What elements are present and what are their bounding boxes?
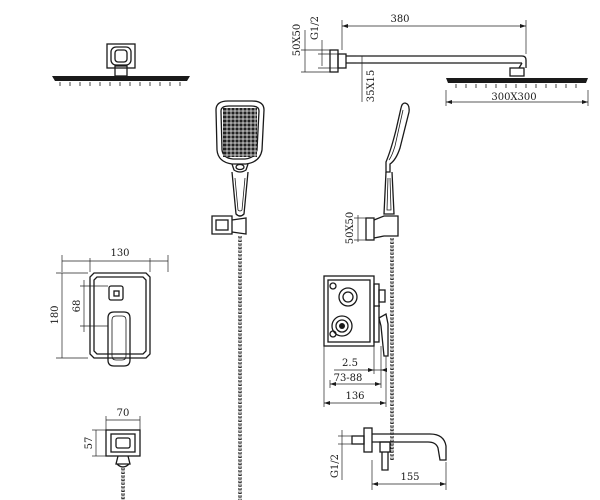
hand-shower-side-view	[354, 102, 410, 460]
dim-outlet-height: 57	[84, 437, 95, 450]
dim-plate-height: 180	[50, 305, 61, 324]
dim-thread-top: G1/2	[310, 16, 321, 40]
dim-spout-length: 155	[400, 472, 419, 483]
hand-shower-front-view	[211, 100, 265, 500]
tub-spout	[338, 427, 447, 490]
rain-head-side-view	[52, 43, 190, 86]
dim-arm-length: 380	[390, 14, 409, 25]
dim-outlet-width: 70	[117, 408, 130, 419]
wall-outlet-elbow	[92, 416, 141, 500]
shower-arm-elevation	[301, 20, 589, 106]
valve-body-section	[323, 275, 389, 407]
dim-trim-depth: 2.5	[342, 358, 358, 369]
dim-top-flange: 50X50	[292, 24, 303, 57]
dim-holder-flange: 50X50	[345, 212, 356, 245]
dim-arm-offset: 35X15	[366, 70, 377, 103]
valve-trim-plate-front	[56, 255, 169, 367]
dim-body-total-depth: 136	[345, 391, 364, 402]
dim-button-height: 68	[72, 300, 83, 313]
dim-head-size: 300X300	[491, 92, 536, 103]
dim-plate-width: 130	[110, 248, 129, 259]
dim-thread-spout: G1/2	[330, 454, 341, 478]
dim-body-depth-range: 73-88	[334, 373, 363, 384]
